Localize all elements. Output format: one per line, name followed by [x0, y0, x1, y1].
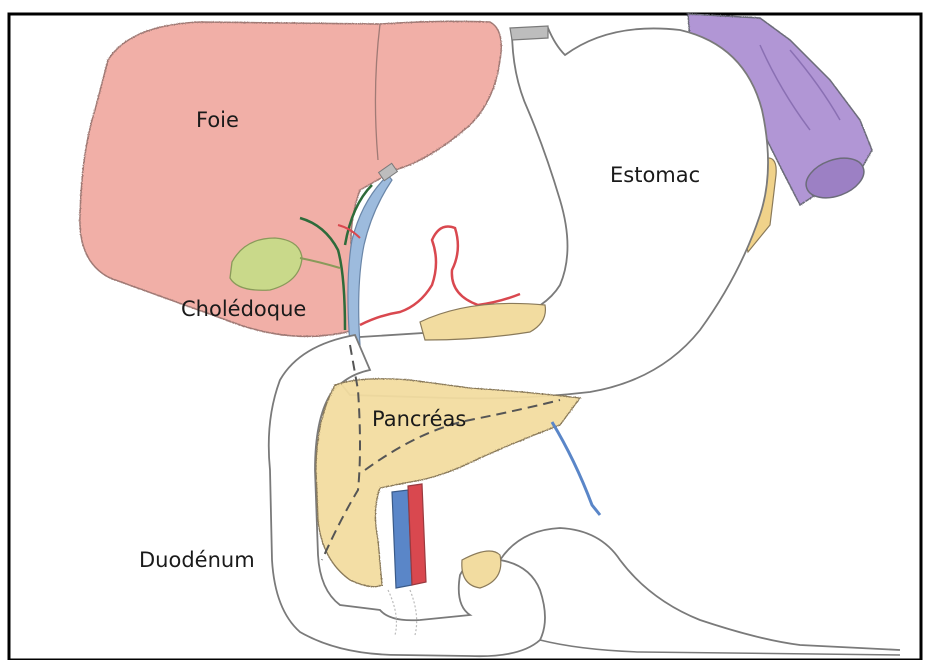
label-foie: Foie — [196, 110, 239, 131]
label-choledoque: Cholédoque — [181, 299, 306, 320]
label-duodenum: Duodénum — [139, 550, 255, 571]
esophagus-cut — [510, 26, 548, 40]
label-pancreas: Pancréas — [372, 409, 466, 430]
label-estomac: Estomac — [610, 165, 700, 186]
